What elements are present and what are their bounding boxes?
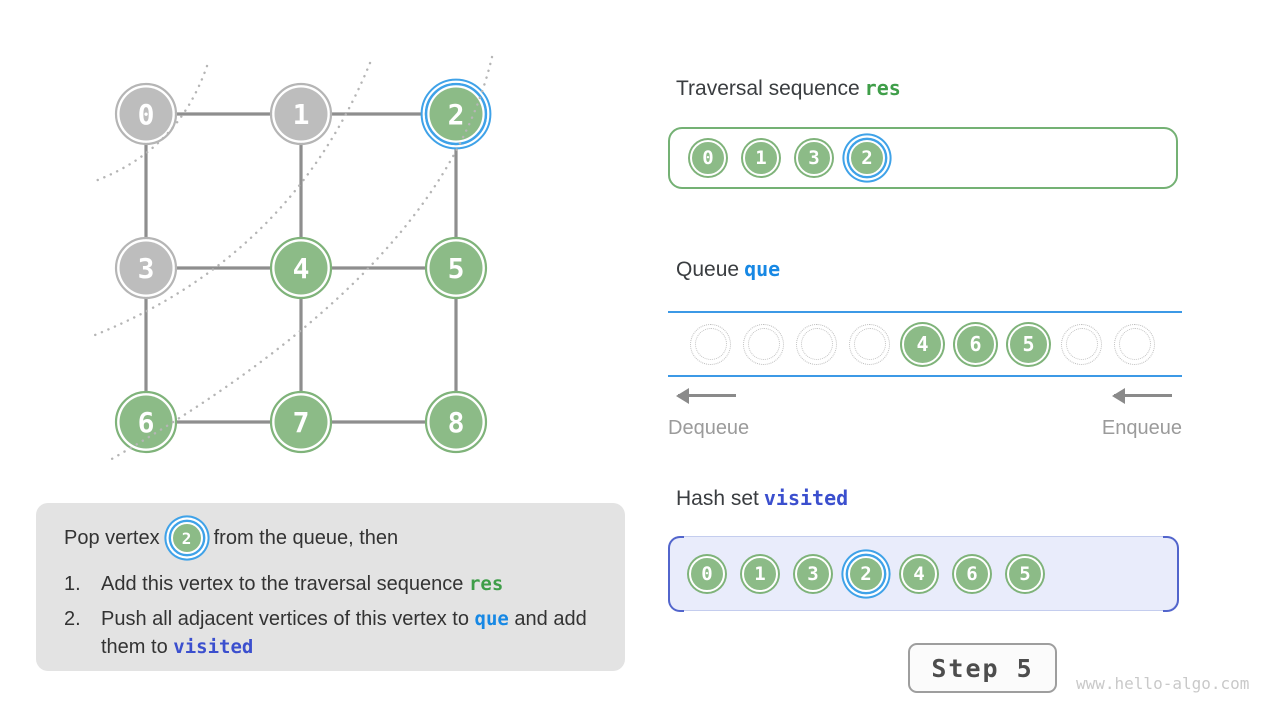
graph-vertex-3: 3 xyxy=(114,236,178,300)
queue-empty-slot xyxy=(1114,323,1155,365)
step-text-segment: Add this vertex to the traversal sequenc… xyxy=(101,573,469,595)
vertex-chip-current: 2 xyxy=(849,140,885,176)
vertex-chip: 6 xyxy=(955,323,996,365)
vertex-chip: 0 xyxy=(690,140,726,176)
graph-vertex-6: 6 xyxy=(114,390,178,454)
vertex-chip: 5 xyxy=(1008,323,1049,365)
graph-vertex-label: 7 xyxy=(293,406,310,439)
step-text: Add this vertex to the traversal sequenc… xyxy=(101,570,601,598)
hash-set-right-bracket xyxy=(1162,535,1179,612)
step-number: 2. xyxy=(64,608,81,630)
graph-vertex-label: 8 xyxy=(448,406,465,439)
step-button[interactable]: Step 5 xyxy=(908,643,1057,693)
visited-keyword: visited xyxy=(173,636,254,658)
bfs-level-arc-3 xyxy=(108,55,494,462)
enqueue-label: Enqueue xyxy=(1101,417,1182,439)
explanation-steps-list: 1. Add this vertex to the traversal seque… xyxy=(64,570,605,661)
vertex-chip: 1 xyxy=(742,555,778,592)
watermark: www.hello-algo.com xyxy=(1076,674,1250,693)
queue-empty-slot xyxy=(743,323,784,365)
graph-vertex-label: 6 xyxy=(138,406,155,439)
graph-vertex-0: 0 xyxy=(114,82,178,146)
vertex-chip: 4 xyxy=(901,555,937,592)
graph-vertex-label: 0 xyxy=(138,98,155,131)
enqueue-arrow-icon xyxy=(1112,387,1172,404)
explanation-box: Pop vertex 2 from the queue, then 1. Add … xyxy=(36,503,625,671)
explanation-intro-before: Pop vertex xyxy=(64,526,160,549)
explanation-step: 1. Add this vertex to the traversal seque… xyxy=(64,570,605,598)
vertex-chip: 3 xyxy=(795,555,831,592)
graph-vertex-5: 5 xyxy=(424,236,488,300)
explanation-intro: Pop vertex 2 from the queue, then xyxy=(64,518,605,558)
vertex-chip: 4 xyxy=(902,323,943,365)
dequeue-label: Dequeue xyxy=(668,417,750,439)
res-keyword: res xyxy=(864,76,901,100)
vertex-chip: 5 xyxy=(1007,555,1043,592)
traversal-title-text: Traversal sequence xyxy=(676,77,860,100)
bfs-level-arc-1 xyxy=(93,64,209,183)
vertex-chip-current: 2 xyxy=(848,555,884,592)
que-keyword: que xyxy=(744,257,781,281)
bfs-level-arcs xyxy=(93,55,494,462)
graph-vertex-7: 7 xyxy=(269,390,333,454)
vertex-chip: 0 xyxy=(689,555,725,592)
graph-canvas: 0 1 2 3 4 5 6 7 8 xyxy=(93,55,494,462)
graph-vertex-4: 4 xyxy=(269,236,333,300)
graph-vertex-label: 3 xyxy=(138,252,155,285)
graph-vertex-2: 2 xyxy=(420,78,492,150)
hash-set-left-bracket xyxy=(667,535,684,612)
res-keyword: res xyxy=(468,573,504,595)
current-vertex-badge: 2 xyxy=(170,522,203,554)
queue-empty-slot xyxy=(849,323,890,365)
explanation-intro-after: from the queue, then xyxy=(213,526,399,549)
step-text-segment: Push all adjacent vertices of this verte… xyxy=(101,608,475,630)
graph-vertex-label: 5 xyxy=(448,252,465,285)
queue-title-text: Queue xyxy=(676,258,740,281)
graph-nodes: 0 1 2 3 4 5 6 7 8 xyxy=(114,78,492,454)
step-text-segment: and add them to xyxy=(101,608,587,658)
que-keyword: que xyxy=(474,608,509,630)
graph-vertex-8: 8 xyxy=(424,390,488,454)
explanation-step: 2. Push all adjacent vertices of this ver… xyxy=(64,605,605,661)
graph-vertex-1: 1 xyxy=(269,82,333,146)
queue-empty-slot xyxy=(1061,323,1102,365)
dequeue-arrow-icon xyxy=(676,387,736,404)
queue-empty-slot xyxy=(796,323,837,365)
graph-vertex-label: 4 xyxy=(293,252,310,285)
graph-vertex-label: 2 xyxy=(448,98,465,131)
graph-vertex-label: 1 xyxy=(293,98,310,131)
queue-empty-slot xyxy=(690,323,731,365)
vertex-chip: 1 xyxy=(743,140,779,176)
vertex-chip: 3 xyxy=(796,140,832,176)
step-text: Push all adjacent vertices of this verte… xyxy=(101,605,601,661)
bfs-level-arc-2 xyxy=(93,61,372,337)
step-number: 1. xyxy=(64,573,81,595)
hash-set-title-text: Hash set xyxy=(676,487,759,510)
vertex-chip: 6 xyxy=(954,555,990,592)
visited-keyword: visited xyxy=(763,486,849,510)
